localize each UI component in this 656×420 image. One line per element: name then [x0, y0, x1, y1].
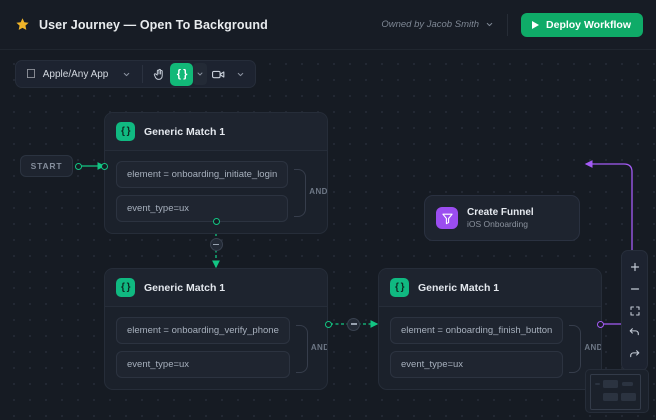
operator-bracket [294, 168, 307, 217]
minimap-node [622, 382, 633, 386]
minimap-node [621, 393, 636, 401]
minimap-node [603, 393, 618, 401]
minimap-node [603, 380, 618, 388]
hand-icon [153, 68, 163, 80]
funnel-subtitle: iOS Onboarding [467, 219, 528, 229]
undo-button[interactable] [623, 322, 646, 343]
code-braces-icon: { } [116, 278, 135, 297]
condition-row[interactable]: event_type=ux [116, 351, 290, 378]
apple-icon:  [26, 67, 36, 80]
app-selector-dropdown[interactable]:  Apple/Any App [20, 62, 115, 86]
owner-label: Owned by Jacob Smith [381, 19, 480, 30]
operator-bracket [569, 324, 582, 373]
start-node-label: START [30, 161, 63, 171]
hand-tool-button[interactable] [148, 63, 170, 85]
fit-screen-icon [629, 305, 640, 316]
node-header: { } Generic Match 1 [379, 269, 601, 307]
operator-group: AND [290, 317, 328, 378]
video-tool-chevron[interactable] [229, 70, 251, 79]
app-selector-label: Apple/Any App [33, 68, 109, 80]
redo-button[interactable] [623, 344, 646, 365]
code-braces-icon: { } [390, 278, 409, 297]
node-body: element = onboarding_initiate_login even… [105, 151, 327, 233]
canvas-toolbar:  Apple/Any App { } [15, 60, 257, 88]
edge-collapse-button[interactable] [209, 238, 223, 251]
undo-arrow-icon [629, 328, 639, 336]
zoom-out-button[interactable] [623, 278, 646, 299]
conditions-list: element = onboarding_initiate_login even… [116, 161, 289, 222]
conditions-list: element = onboarding_finish_button event… [390, 317, 564, 378]
node-match-3[interactable]: { } Generic Match 1 element = onboarding… [378, 268, 602, 390]
code-braces-icon: { } [116, 122, 135, 141]
play-icon [532, 20, 540, 29]
owner-dropdown[interactable]: Owned by Jacob Smith [381, 16, 507, 34]
redo-arrow-icon [630, 350, 640, 358]
condition-row[interactable]: element = onboarding_initiate_login [116, 161, 289, 188]
operator-group: AND [288, 161, 328, 222]
node-match-1[interactable]: { } Generic Match 1 element = onboarding… [104, 112, 328, 234]
code-tool-chevron[interactable] [193, 63, 208, 85]
funnel-text: Create Funnel iOS Onboarding [467, 207, 534, 229]
condition-row[interactable]: event_type=ux [390, 351, 564, 378]
header-right: Owned by Jacob Smith Deploy Workflow [381, 12, 643, 37]
flow-canvas[interactable]:  Apple/Any App { } [0, 50, 656, 420]
node-create-funnel[interactable]: Create Funnel iOS Onboarding [424, 195, 580, 241]
operator-group: AND [563, 317, 602, 378]
node-title: Generic Match 1 [144, 125, 226, 138]
fit-view-button[interactable] [623, 300, 646, 321]
plus-icon [630, 262, 639, 271]
chevron-down-icon [485, 16, 494, 34]
page-title: User Journey — Open To Background [39, 17, 268, 32]
deploy-workflow-label: Deploy Workflow [546, 18, 631, 31]
zoom-in-button[interactable] [623, 256, 646, 277]
code-braces-icon: { } [167, 68, 188, 80]
start-output-port[interactable] [75, 162, 82, 170]
star-icon[interactable] [15, 17, 30, 32]
toolbar-divider [142, 65, 144, 83]
funnel-title: Create Funnel [467, 207, 534, 218]
node-title: Generic Match 1 [418, 281, 500, 294]
node-match-3-output-port[interactable] [596, 320, 604, 328]
condition-row[interactable]: element = onboarding_finish_button [390, 317, 564, 344]
deploy-workflow-button[interactable]: Deploy Workflow [521, 12, 643, 37]
node-match-2-output-port[interactable] [324, 320, 332, 328]
start-node[interactable]: START [20, 155, 73, 177]
node-body: element = onboarding_verify_phone event_… [105, 307, 327, 389]
conditions-list: element = onboarding_verify_phone event_… [116, 317, 290, 378]
node-match-1-input-port[interactable] [100, 162, 108, 170]
condition-row[interactable]: element = onboarding_verify_phone [116, 317, 290, 344]
node-match-1-output-port[interactable] [212, 218, 220, 225]
video-tool-button[interactable] [207, 63, 229, 85]
header-divider [507, 13, 509, 36]
operator-label: AND [310, 343, 328, 352]
node-header: { } Generic Match 1 [105, 269, 327, 307]
minimap-node [595, 383, 600, 385]
operator-label: AND [309, 187, 328, 196]
code-tool-button[interactable]: { } [167, 62, 194, 86]
node-body: element = onboarding_finish_button event… [379, 307, 601, 389]
video-camera-icon [211, 70, 225, 78]
canvas-controls [621, 250, 648, 371]
operator-bracket [295, 324, 308, 373]
funnel-icon [436, 207, 458, 229]
node-header: { } Generic Match 1 [105, 113, 327, 151]
node-title: Generic Match 1 [144, 281, 226, 294]
minimap[interactable] [585, 369, 649, 413]
header-left: User Journey — Open To Background [15, 17, 268, 32]
app-selector-chevron[interactable] [115, 70, 137, 79]
minimap-viewport[interactable] [590, 374, 641, 410]
app-header: User Journey — Open To Background Owned … [0, 0, 656, 50]
edge-collapse-button[interactable] [347, 317, 360, 331]
condition-row[interactable]: event_type=ux [116, 195, 289, 222]
node-match-2[interactable]: { } Generic Match 1 element = onboarding… [104, 268, 328, 390]
operator-label: AND [584, 343, 602, 352]
minus-icon [630, 287, 639, 290]
